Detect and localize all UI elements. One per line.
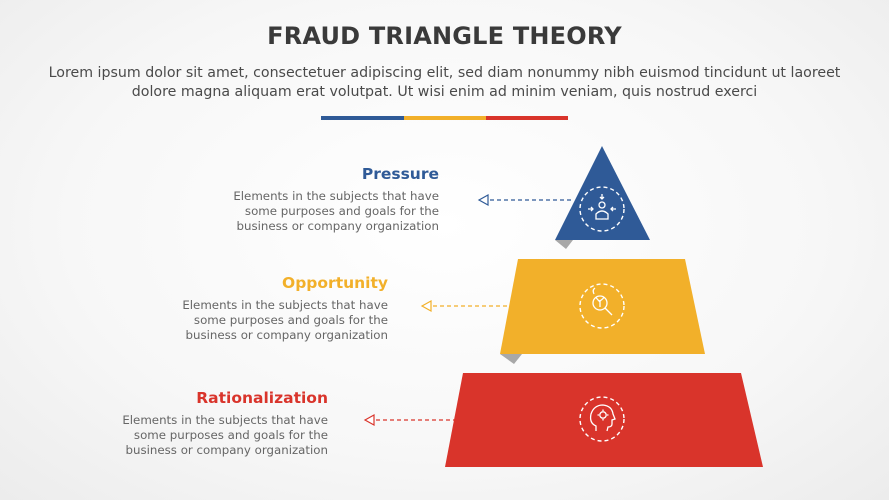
opportunity-desc-line: some purposes and goals for the [193, 313, 388, 327]
opportunity-desc-line: Elements in the subjects that have [182, 298, 388, 312]
opportunity-description: Elements in the subjects that have some … [182, 298, 388, 343]
rationalization-tier [445, 373, 763, 467]
rationalization-connector [363, 413, 457, 427]
rationalization-description: Elements in the subjects that have some … [122, 413, 328, 458]
magnifier-growth-icon [592, 287, 613, 316]
divider-blue [321, 116, 404, 120]
rationalization-desc-line: Elements in the subjects that have [122, 413, 328, 427]
rationalization-desc-line: some purposes and goals for the [133, 428, 328, 442]
pressure-desc-line: some purposes and goals for the [244, 204, 439, 218]
opportunity-tier [500, 259, 705, 354]
pressure-label: Pressure [361, 165, 439, 183]
pressure-description: Elements in the subjects that have some … [233, 189, 439, 234]
opportunity-label: Opportunity [282, 274, 388, 292]
opportunity-desc-line: business or company organization [185, 328, 388, 342]
pressure-desc-line: Elements in the subjects that have [233, 189, 439, 203]
rationalization-desc-line: business or company organization [125, 443, 328, 457]
head-gear-icon [589, 404, 616, 432]
pressure-person-icon [588, 194, 616, 220]
page-title: FRAUD TRIANGLE THEORY [267, 22, 622, 50]
pressure-desc-line: business or company organization [236, 219, 439, 233]
rationalization-icon-ring [579, 396, 625, 442]
page-subtitle: Lorem ipsum dolor sit amet, consectetuer… [48, 65, 841, 100]
divider-red [486, 116, 568, 120]
pressure-connector [477, 193, 571, 207]
opportunity-icon-ring [579, 283, 625, 329]
opportunity-connector [420, 299, 514, 313]
pressure-tier [555, 146, 650, 240]
opportunity-fold-shadow [500, 354, 522, 364]
pressure-icon-ring [579, 186, 625, 232]
pressure-fold-shadow [555, 240, 573, 249]
rationalization-label: Rationalization [196, 389, 328, 407]
divider-yellow [404, 116, 486, 120]
